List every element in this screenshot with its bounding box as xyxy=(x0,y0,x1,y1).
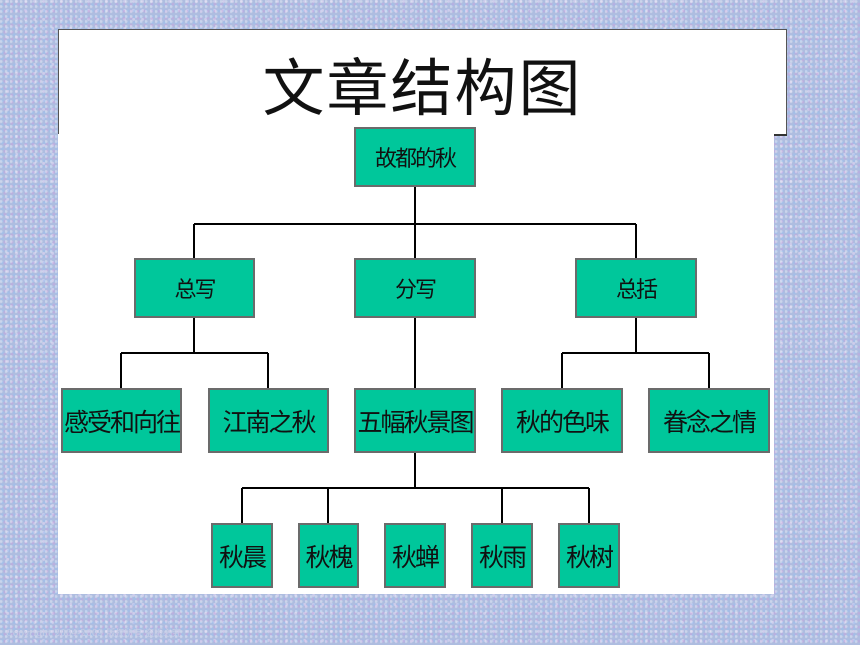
page-title: 文章结构图 xyxy=(262,52,583,125)
copyright-footer: Copyright 2004-2009 版权所有 盗版必究 xyxy=(6,629,181,639)
node-autumn-locust: 秋槐 xyxy=(298,523,359,588)
node-autumn-morning: 秋晨 xyxy=(211,523,273,588)
node-color-taste: 秋的色味 xyxy=(501,388,623,453)
node-jiangnan: 江南之秋 xyxy=(208,388,329,453)
node-root: 故都的秋 xyxy=(354,127,476,187)
node-detail: 分写 xyxy=(354,258,476,318)
node-longing: 眷念之情 xyxy=(648,388,770,453)
node-feeling: 感受和向往 xyxy=(61,388,182,453)
diagram-canvas xyxy=(58,134,774,594)
node-autumn-cicada: 秋蝉 xyxy=(384,523,446,588)
node-overview: 总写 xyxy=(134,258,255,318)
node-autumn-rain: 秋雨 xyxy=(471,523,533,588)
node-five-scenes: 五幅秋景图 xyxy=(354,388,476,453)
title-panel: 文章结构图 xyxy=(58,29,787,134)
node-summary: 总括 xyxy=(575,258,697,318)
node-autumn-tree: 秋树 xyxy=(558,523,620,588)
